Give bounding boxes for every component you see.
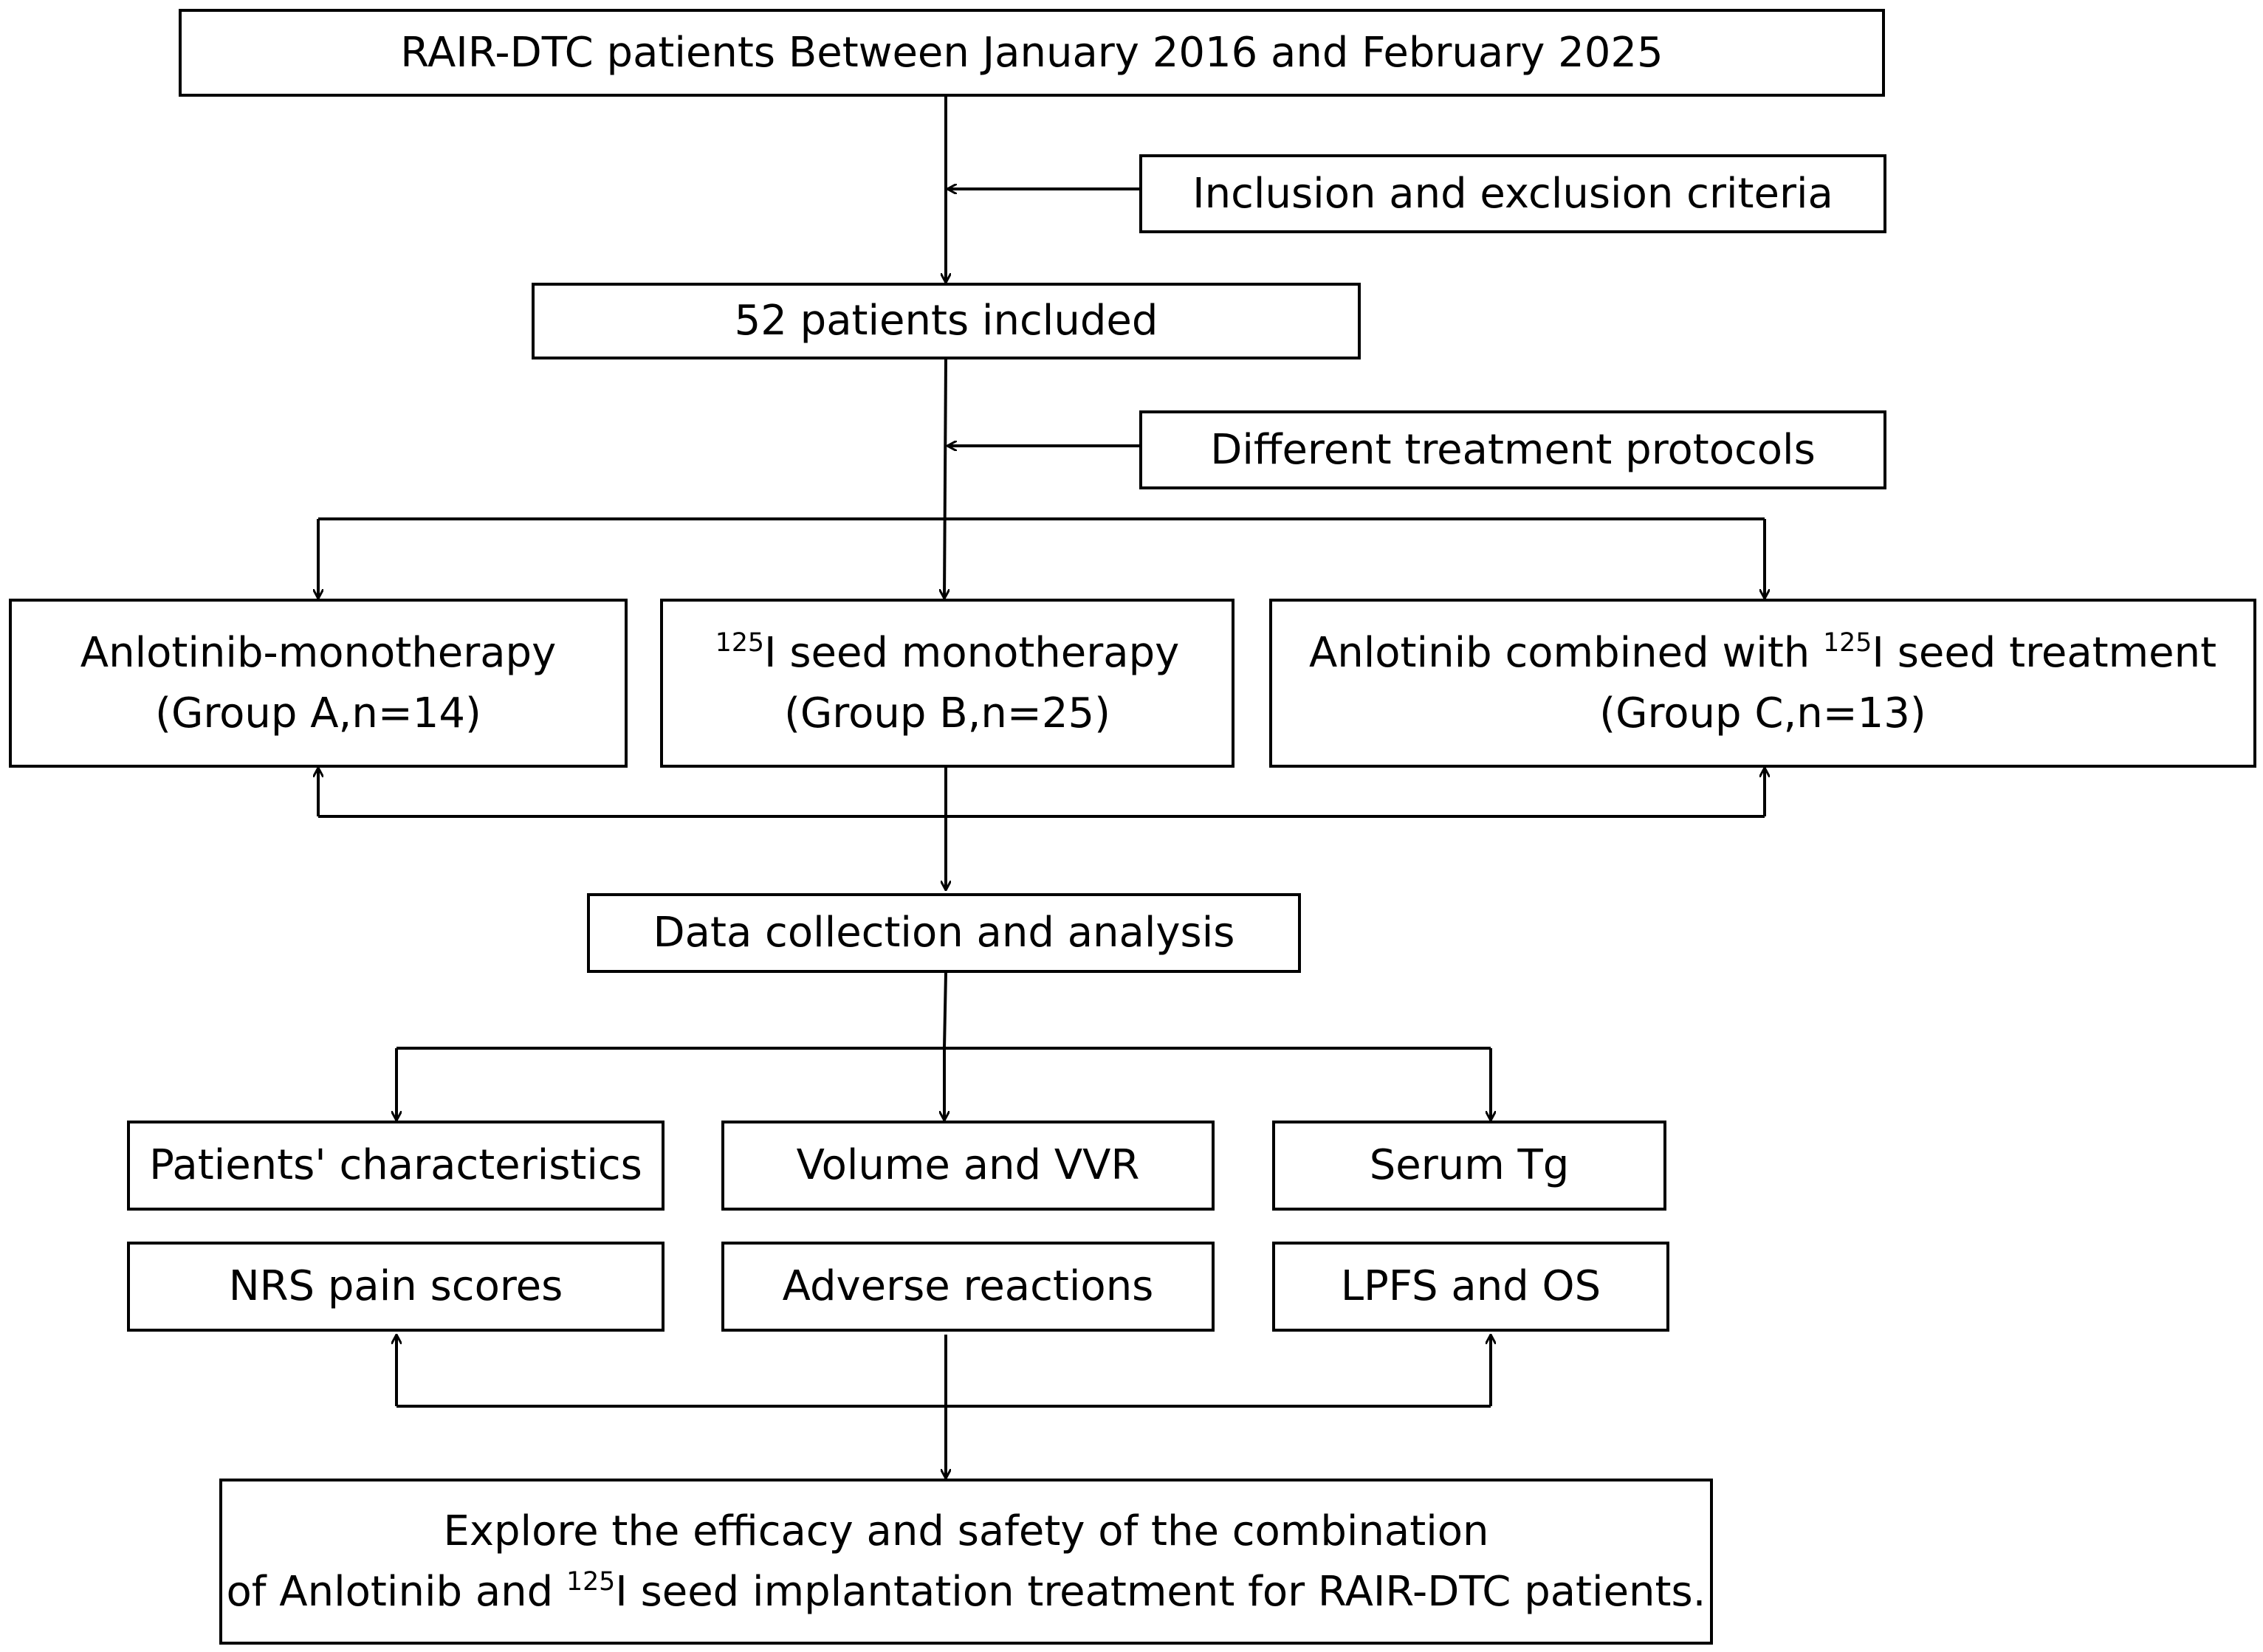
criteria-text: Inclusion and exclusion criteria <box>1192 169 1833 218</box>
nrs-box: NRS pain scores <box>127 1242 665 1332</box>
group-b-box: 125I seed monotherapy (Group B,n=25) <box>660 599 1234 768</box>
conclusion-isotope: 125 <box>566 1566 616 1597</box>
serum-tg-box: Serum Tg <box>1272 1121 1666 1211</box>
volume-text: Volume and VVR <box>796 1141 1140 1190</box>
included-box: 52 patients included <box>532 283 1361 359</box>
group-c-count: (Group C,n=13) <box>1599 689 1926 737</box>
group-c-box: Anlotinib combined with 125I seed treatm… <box>1269 599 2256 768</box>
volume-box: Volume and VVR <box>721 1121 1215 1211</box>
group-c-title-pre: Anlotinib combined with <box>1308 629 1824 678</box>
group-b-count: (Group B,n=25) <box>784 689 1110 737</box>
protocols-text: Different treatment protocols <box>1210 425 1816 474</box>
group-c-title: Anlotinib combined with 125I seed treatm… <box>1309 623 2216 683</box>
included-text: 52 patients included <box>734 297 1158 345</box>
characteristics-box: Patients' characteristics <box>127 1121 665 1211</box>
adverse-text: Adverse reactions <box>782 1262 1154 1311</box>
conclusion-line2-pre: of Anlotinib and <box>226 1567 566 1616</box>
group-b-title-text: I seed monotherapy <box>764 629 1180 678</box>
data-collection-text: Data collection and analysis <box>653 909 1235 957</box>
start-box: RAIR-DTC patients Between January 2016 a… <box>179 9 1885 97</box>
conclusion-line2-post: I seed implantation treatment for RAIR-D… <box>615 1567 1706 1616</box>
group-a-box: Anlotinib-monotherapy (Group A,n=14) <box>9 599 628 768</box>
conclusion-line1: Explore the efficacy and safety of the c… <box>443 1507 1489 1556</box>
group-c-title-post: I seed treatment <box>1872 629 2217 678</box>
start-text: RAIR-DTC patients Between January 2016 a… <box>400 28 1663 77</box>
nrs-text: NRS pain scores <box>228 1262 563 1311</box>
arrow-included-to-groupb <box>944 359 946 599</box>
data-collection-box: Data collection and analysis <box>587 893 1301 973</box>
group-a-title: Anlotinib-monotherapy <box>80 629 557 678</box>
adverse-box: Adverse reactions <box>721 1242 1215 1332</box>
lpfs-os-box: LPFS and OS <box>1272 1242 1669 1332</box>
protocols-box: Different treatment protocols <box>1139 410 1886 489</box>
serum-tg-text: Serum Tg <box>1369 1141 1570 1190</box>
criteria-box: Inclusion and exclusion criteria <box>1139 154 1886 233</box>
group-a-count: (Group A,n=14) <box>155 689 481 737</box>
group-c-isotope: 125 <box>1823 628 1872 658</box>
lpfs-os-text: LPFS and OS <box>1340 1262 1601 1311</box>
line-data-to-branch <box>943 972 947 1049</box>
characteristics-text: Patients' characteristics <box>149 1141 642 1190</box>
group-b-isotope: 125 <box>715 628 765 658</box>
group-b-title: 125I seed monotherapy <box>715 623 1180 683</box>
conclusion-line2: of Anlotinib and 125I seed implantation … <box>227 1562 1706 1622</box>
conclusion-box: Explore the efficacy and safety of the c… <box>219 1479 1713 1645</box>
